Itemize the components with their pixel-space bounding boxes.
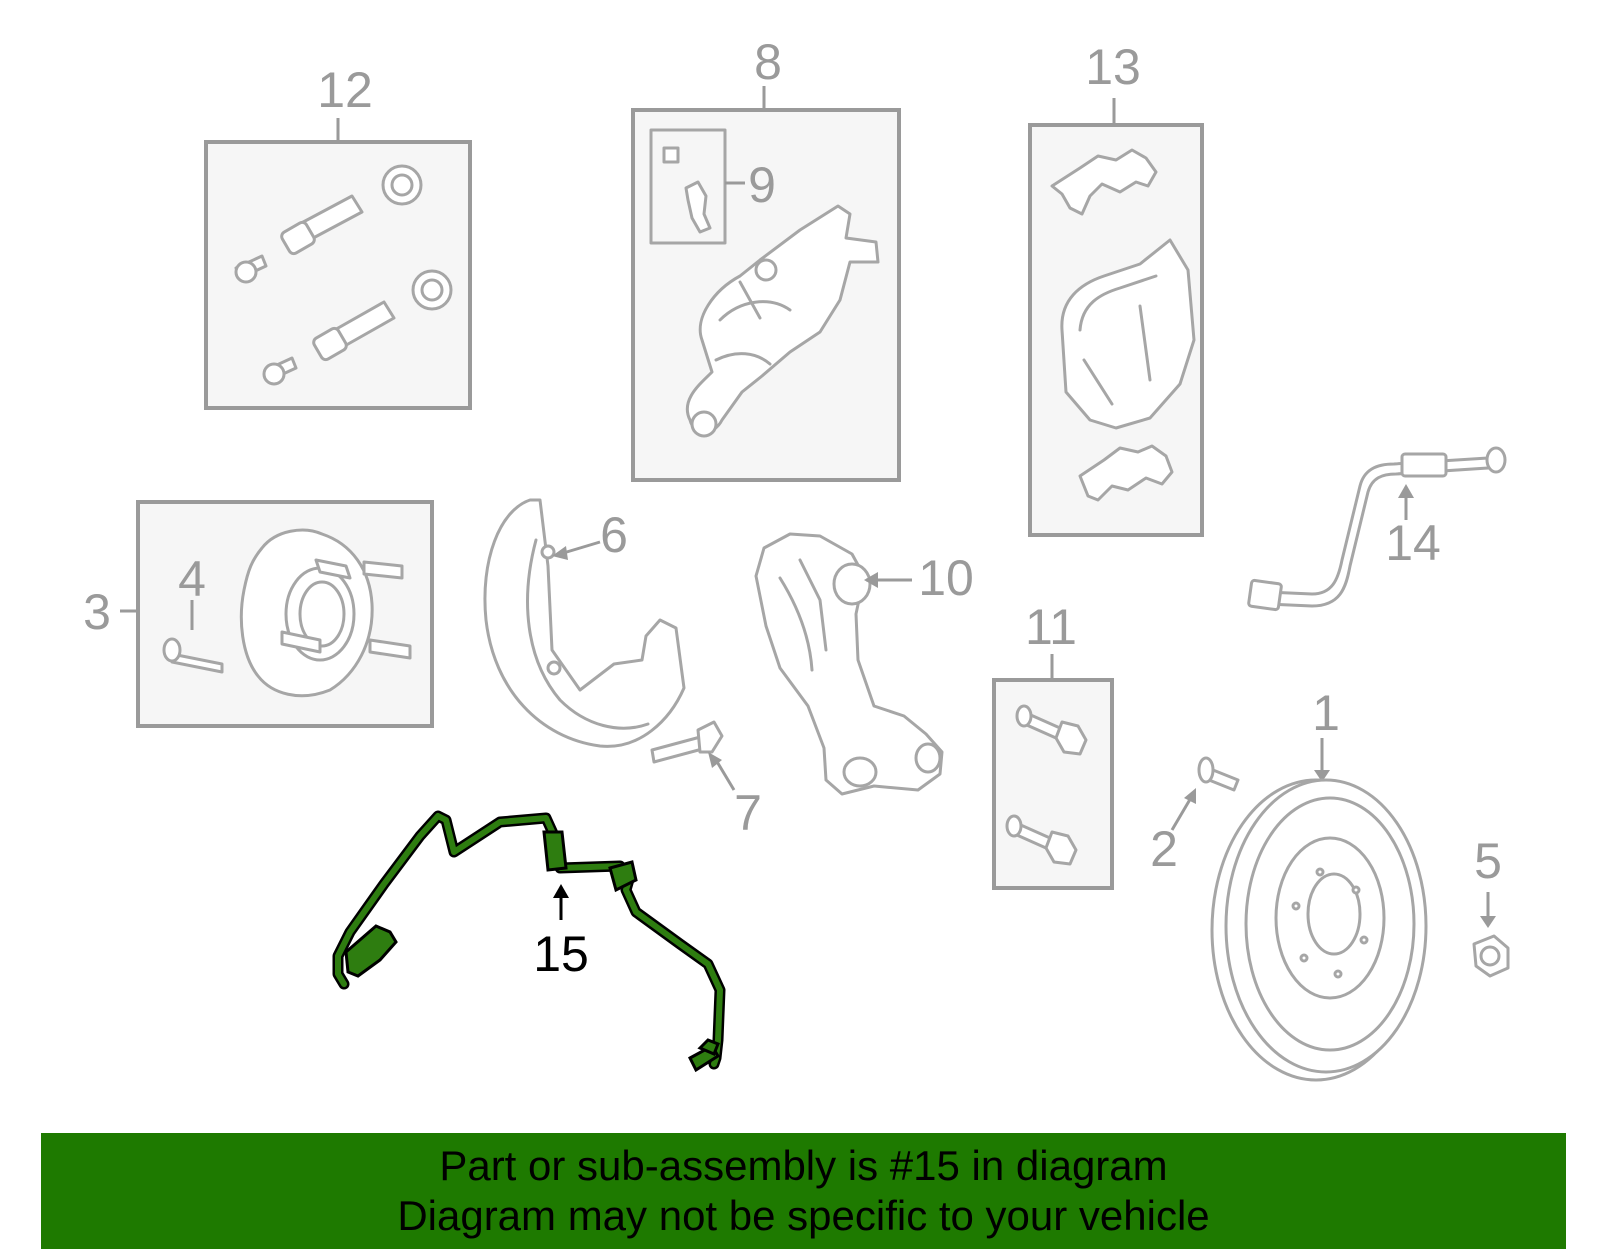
callout-15: 15 xyxy=(533,926,589,982)
part-10-caliper-bracket[interactable] xyxy=(754,532,944,796)
part-3-hub-bearing[interactable] xyxy=(120,500,434,728)
part-1-brake-rotor[interactable] xyxy=(1210,738,1428,1082)
part-13-brake-pad-kit[interactable] xyxy=(1028,98,1204,537)
callout-14: 14 xyxy=(1385,515,1441,571)
part-7-bolt[interactable] xyxy=(650,720,736,791)
banner-line-1: Part or sub-assembly is #15 in diagram xyxy=(439,1142,1168,1189)
part-11-bracket-bolts[interactable] xyxy=(992,654,1114,890)
callout-12: 12 xyxy=(317,62,373,118)
part-12-guide-pin-kit[interactable] xyxy=(204,118,472,410)
part-5-nut[interactable] xyxy=(1472,892,1510,978)
callout-2: 2 xyxy=(1150,821,1178,877)
callout-8: 8 xyxy=(754,34,782,90)
part-6-splash-shield[interactable] xyxy=(483,498,686,748)
callout-7: 7 xyxy=(734,785,762,841)
callout-10: 10 xyxy=(918,550,974,606)
part-2-screw[interactable] xyxy=(1170,756,1240,831)
callout-1: 1 xyxy=(1312,685,1340,741)
callout-9: 9 xyxy=(748,157,776,213)
part-15-abs-sensor-harness[interactable] xyxy=(332,810,726,1073)
callout-6: 6 xyxy=(600,507,628,563)
callout-11: 11 xyxy=(1025,599,1077,655)
part-14-brake-hose[interactable] xyxy=(1247,446,1507,612)
callout-3: 3 xyxy=(83,584,111,640)
callout-13: 13 xyxy=(1085,39,1141,95)
banner-line-2: Diagram may not be specific to your vehi… xyxy=(397,1192,1210,1239)
callout-5: 5 xyxy=(1474,833,1502,889)
part-8-caliper-assembly[interactable] xyxy=(631,86,901,482)
info-banner: Part or sub-assembly is #15 in diagram D… xyxy=(41,1133,1566,1249)
callout-4: 4 xyxy=(178,551,206,607)
